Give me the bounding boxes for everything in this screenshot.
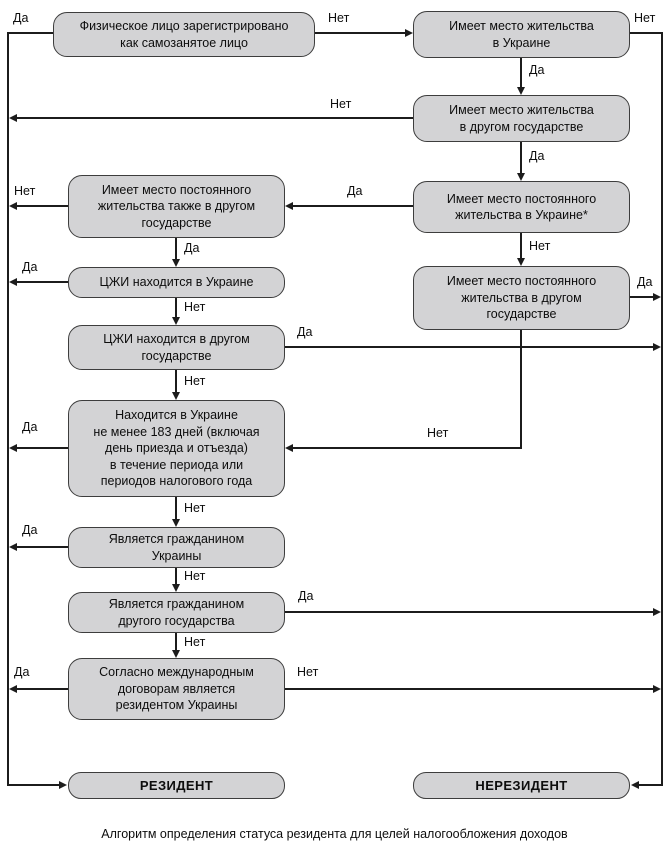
edge-rail-resident-line: [7, 784, 59, 786]
node-international-treaties: Согласно международным договорам являетс…: [68, 658, 285, 720]
arrowhead-b10-b11: [172, 584, 180, 592]
edge-label-b3-no: Нет: [330, 97, 352, 111]
node-nonresident: НЕРЕЗИДЕНТ: [413, 772, 630, 799]
arrowhead-b3-b5: [517, 173, 525, 181]
node-183-days: Находится в Украине не менее 183 дней (в…: [68, 400, 285, 497]
edge-b7-b9-hline: [293, 447, 522, 449]
edge-label-b6-yes: Да: [22, 260, 38, 274]
edge-b11-b12-line: [175, 633, 177, 651]
edge-b5-b7-line: [520, 233, 522, 259]
right-rail-line: [661, 32, 663, 786]
edge-b5-b4-line: [293, 205, 413, 207]
edge-b7-yes-line: [630, 296, 653, 298]
edge-label-b5-yes: Да: [347, 184, 363, 198]
arrowhead-b1-b2: [405, 29, 413, 37]
edge-b9-b10-line: [175, 497, 177, 520]
node-permanent-also-other: Имеет место постоянного жительства также…: [68, 175, 285, 238]
arrowhead-b12-yes: [9, 685, 17, 693]
arrowhead-b3-no: [9, 114, 17, 122]
edge-label-b2-no: Нет: [634, 11, 656, 25]
edge-label-b9-yes: Да: [22, 420, 38, 434]
arrowhead-b7-yes: [653, 293, 661, 301]
edge-label-b7-yes: Да: [637, 275, 653, 289]
edge-b10-b11-line: [175, 568, 177, 585]
node-permanent-other-state: Имеет место постоянного жительства в дру…: [413, 266, 630, 330]
arrowhead-b5-b4: [285, 202, 293, 210]
arrowhead-b10-yes: [9, 543, 17, 551]
edge-label-b10-no: Нет: [184, 569, 206, 583]
arrowhead-b4-b6: [172, 259, 180, 267]
edge-b4-b6-line: [175, 238, 177, 260]
node-citizen-ukraine: Является гражданином Украины: [68, 527, 285, 568]
edge-label-b12-yes: Да: [14, 665, 30, 679]
edge-b6-b8-line: [175, 298, 177, 318]
edge-label-b4-no: Нет: [14, 184, 36, 198]
arrowhead-b5-b7: [517, 258, 525, 266]
edge-label-b9-no: Нет: [184, 501, 206, 515]
node-resident: РЕЗИДЕНТ: [68, 772, 285, 799]
arrowhead-b2-b3: [517, 87, 525, 95]
edge-label-b10-yes: Да: [22, 523, 38, 537]
edge-b2-no-line: [630, 32, 663, 34]
edge-label-b5-no: Нет: [529, 239, 551, 253]
edge-b8-b9-line: [175, 370, 177, 393]
edge-b9-yes-line: [17, 447, 68, 449]
edge-label-b11-yes: Да: [298, 589, 314, 603]
diagram-caption: Алгоритм определения статуса резидента д…: [101, 827, 568, 841]
edge-b3-no-line: [17, 117, 413, 119]
arrowhead-b4-no: [9, 202, 17, 210]
edge-b3-b5-line: [520, 142, 522, 174]
node-permanent-ukraine: Имеет место постоянного жительства в Укр…: [413, 181, 630, 233]
arrowhead-b12-no: [653, 685, 661, 693]
edge-label-b3-yes: Да: [529, 149, 545, 163]
edge-b6-yes-line: [17, 281, 68, 283]
edge-b12-no-line: [285, 688, 653, 690]
arrowhead-b6-yes: [9, 278, 17, 286]
edge-label-b12-no: Нет: [297, 665, 319, 679]
arrowhead-b8-yes: [653, 343, 661, 351]
arrowhead-into-resident: [59, 781, 67, 789]
edge-b10-yes-line: [17, 546, 68, 548]
edge-rail-nonresident-line: [639, 784, 663, 786]
edge-b1-b2-line: [315, 32, 405, 34]
node-cvi-in-other-state: ЦЖИ находится в другом государстве: [68, 325, 285, 370]
edge-b4-no-line: [17, 205, 68, 207]
edge-label-b1-no: Нет: [328, 11, 350, 25]
edge-b7-b9-vline: [520, 330, 522, 449]
node-residence-other-state: Имеет место жительства в другом государс…: [413, 95, 630, 142]
edge-label-b4-yes: Да: [184, 241, 200, 255]
edge-label-b8-yes: Да: [297, 325, 313, 339]
arrowhead-into-nonresident: [631, 781, 639, 789]
edge-b2-b3-line: [520, 58, 522, 88]
arrowhead-b11-b12: [172, 650, 180, 658]
node-self-employed: Физическое лицо зарегистрировано как сам…: [53, 12, 315, 57]
edge-label-b11-no: Нет: [184, 635, 206, 649]
arrowhead-b8-b9: [172, 392, 180, 400]
arrowhead-b9-yes: [9, 444, 17, 452]
edge-b11-yes-line: [285, 611, 653, 613]
edge-label-b7-no: Нет: [427, 426, 449, 440]
left-rail-line: [7, 32, 9, 786]
arrowhead-b11-yes: [653, 608, 661, 616]
arrowhead-b9-b10: [172, 519, 180, 527]
node-citizen-other-state: Является гражданином другого государства: [68, 592, 285, 633]
edge-b8-yes-line: [285, 346, 653, 348]
node-residence-ukraine: Имеет место жительства в Украине: [413, 11, 630, 58]
edge-label-b2-yes: Да: [529, 63, 545, 77]
edge-label-b8-no: Нет: [184, 374, 206, 388]
edge-b1-yes-line: [7, 32, 53, 34]
arrowhead-b6-b8: [172, 317, 180, 325]
edge-label-b1-yes: Да: [13, 11, 29, 25]
edge-b12-yes-line: [17, 688, 68, 690]
edge-label-b6-no: Нет: [184, 300, 206, 314]
arrowhead-b7-b9: [285, 444, 293, 452]
node-cvi-in-ukraine: ЦЖИ находится в Украине: [68, 267, 285, 298]
